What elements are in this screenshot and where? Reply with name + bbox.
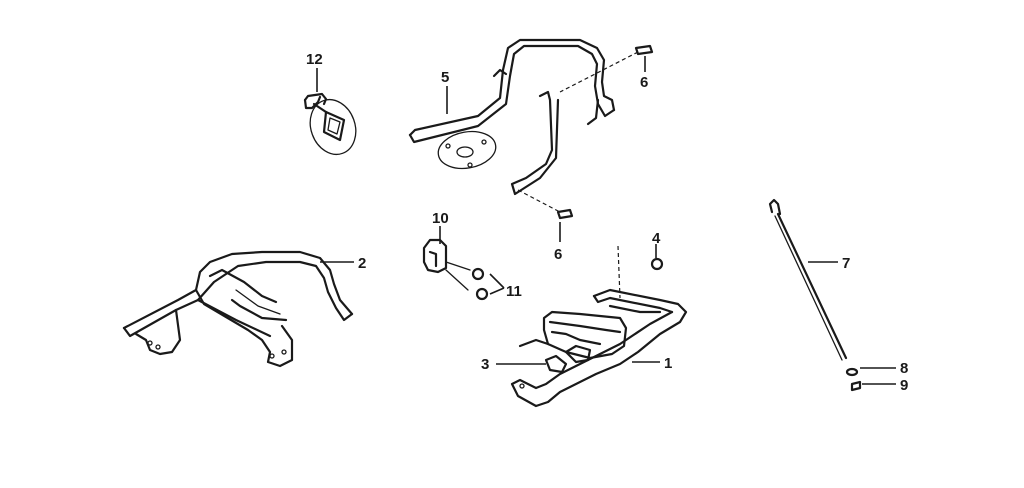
callout-11: 11 (506, 283, 522, 300)
callout-9: 9 (900, 377, 908, 394)
callout-2: 2 (358, 255, 366, 272)
callout-6-upper: 6 (640, 74, 648, 91)
leader-lines (316, 56, 896, 385)
callout-8: 8 (900, 360, 908, 377)
callout-4: 4 (652, 230, 661, 247)
callout-10: 10 (432, 210, 449, 227)
callout-3: 3 (481, 356, 489, 373)
part-7-rod (768, 198, 848, 361)
part-1-carrier (510, 245, 688, 408)
callout-7: 7 (842, 255, 850, 272)
part-9-pin (850, 380, 862, 392)
part-10-bracket (422, 238, 489, 301)
callout-6-lower: 6 (554, 246, 562, 263)
callout-5: 5 (441, 69, 449, 86)
part-5-guard (408, 38, 616, 196)
part-6-bolt-lower (517, 189, 574, 220)
part-12-plate (303, 92, 357, 156)
part-8-clip (845, 367, 859, 377)
part-6-bolt-upper (559, 44, 654, 93)
callout-12: 12 (306, 51, 323, 68)
callout-1: 1 (664, 355, 672, 372)
part-2-frame (122, 250, 354, 368)
